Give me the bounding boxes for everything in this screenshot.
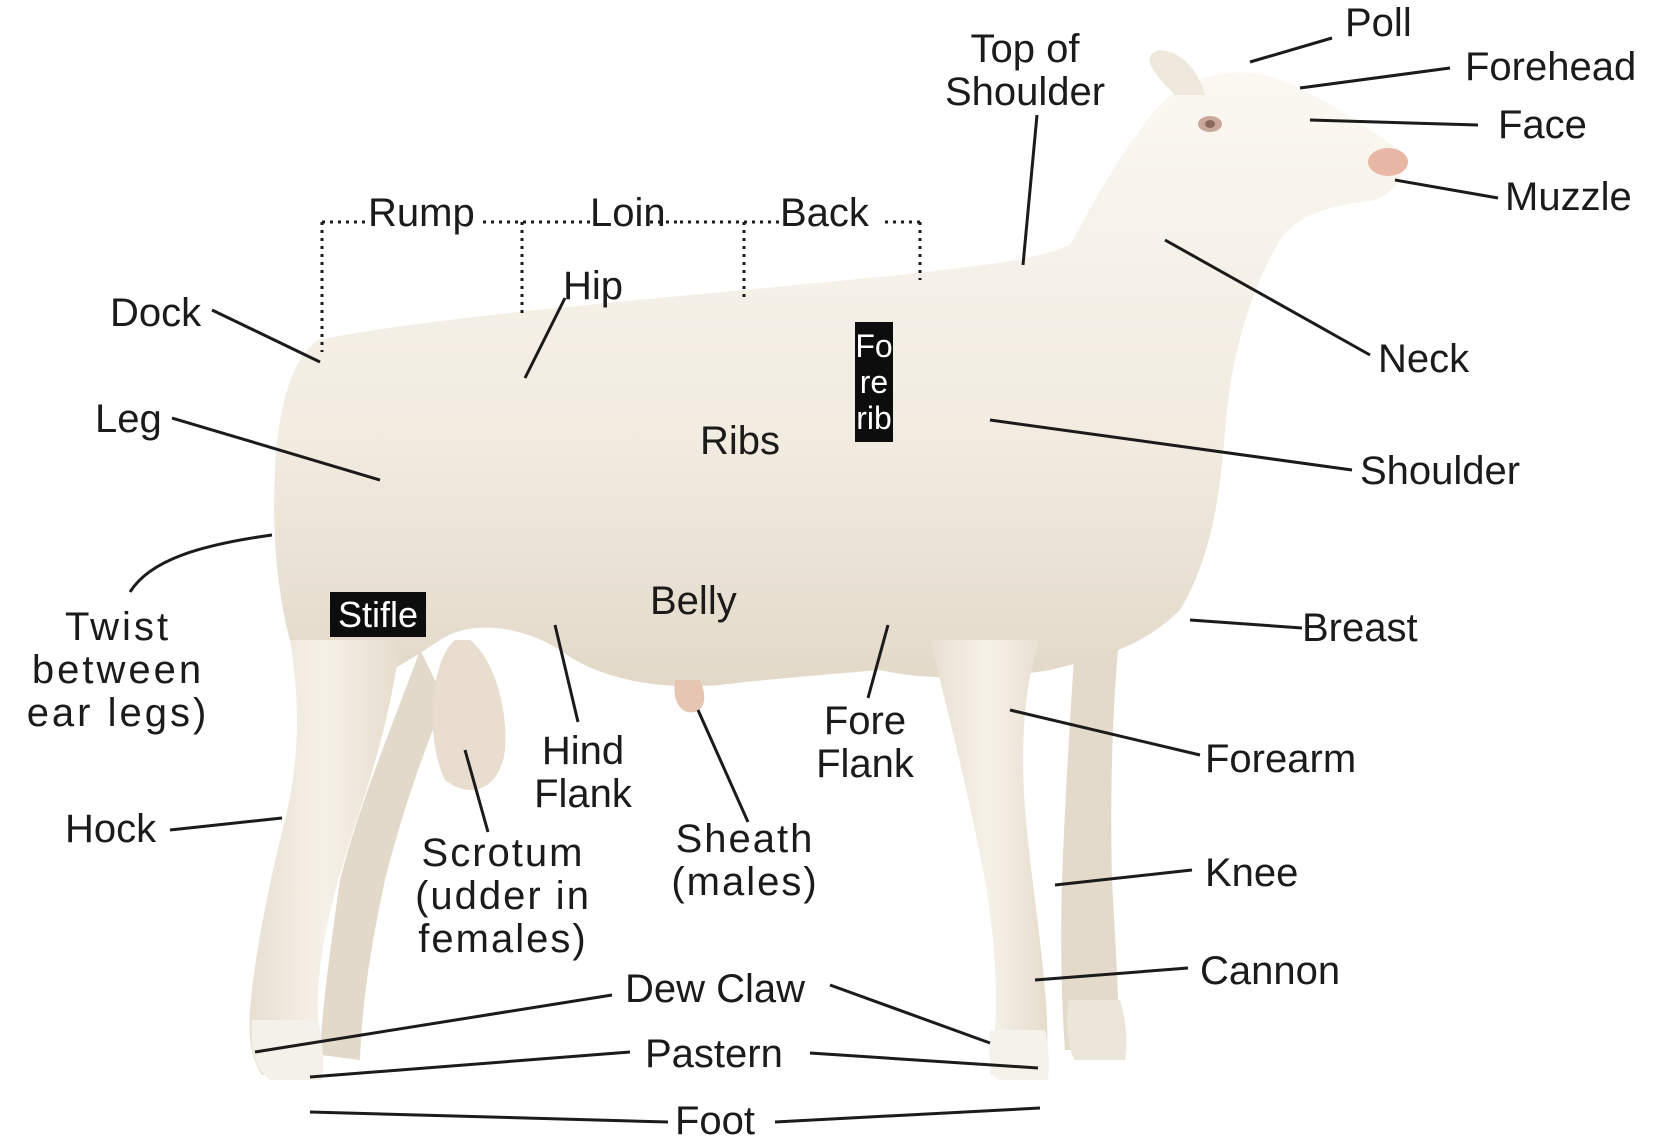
label-pastern: Pastern bbox=[645, 1033, 783, 1076]
far-front-leg bbox=[1061, 640, 1126, 1060]
label-top-of-shoulder: Top of Shoulder bbox=[935, 28, 1115, 114]
label-leg: Leg bbox=[95, 398, 162, 441]
label-twist: Twist between ear legs) bbox=[18, 606, 218, 736]
label-muzzle: Muzzle bbox=[1505, 176, 1632, 219]
label-shoulder: Shoulder bbox=[1360, 450, 1520, 493]
label-knee: Knee bbox=[1205, 852, 1298, 895]
label-forearm: Forearm bbox=[1205, 738, 1356, 781]
sheep-body bbox=[274, 50, 1408, 790]
label-neck: Neck bbox=[1378, 338, 1469, 381]
label-hip: Hip bbox=[563, 265, 623, 308]
label-belly: Belly bbox=[650, 580, 737, 623]
label-scrotum: Scrotum (udder in females) bbox=[398, 832, 608, 962]
label-loin: Loin bbox=[590, 192, 666, 235]
label-ribs: Ribs bbox=[700, 420, 780, 463]
label-poll: Poll bbox=[1345, 2, 1412, 45]
near-front-leg bbox=[930, 640, 1049, 1080]
label-fore-rib: Forerib bbox=[855, 322, 893, 442]
label-rump: Rump bbox=[368, 192, 475, 235]
label-cannon: Cannon bbox=[1200, 950, 1340, 993]
label-dock: Dock bbox=[110, 292, 201, 335]
label-breast: Breast bbox=[1302, 607, 1418, 650]
label-hind-flank: Hind Flank bbox=[518, 730, 648, 816]
label-forehead: Forehead bbox=[1465, 46, 1636, 89]
label-dew-claw: Dew Claw bbox=[625, 968, 805, 1011]
label-back: Back bbox=[780, 192, 869, 235]
label-hock: Hock bbox=[65, 808, 156, 851]
label-stifle: Stifle bbox=[330, 592, 426, 637]
label-face: Face bbox=[1498, 104, 1587, 147]
label-foot: Foot bbox=[675, 1100, 755, 1139]
label-sheath: Sheath (males) bbox=[660, 818, 830, 904]
label-fore-flank: Fore Flank bbox=[800, 700, 930, 786]
